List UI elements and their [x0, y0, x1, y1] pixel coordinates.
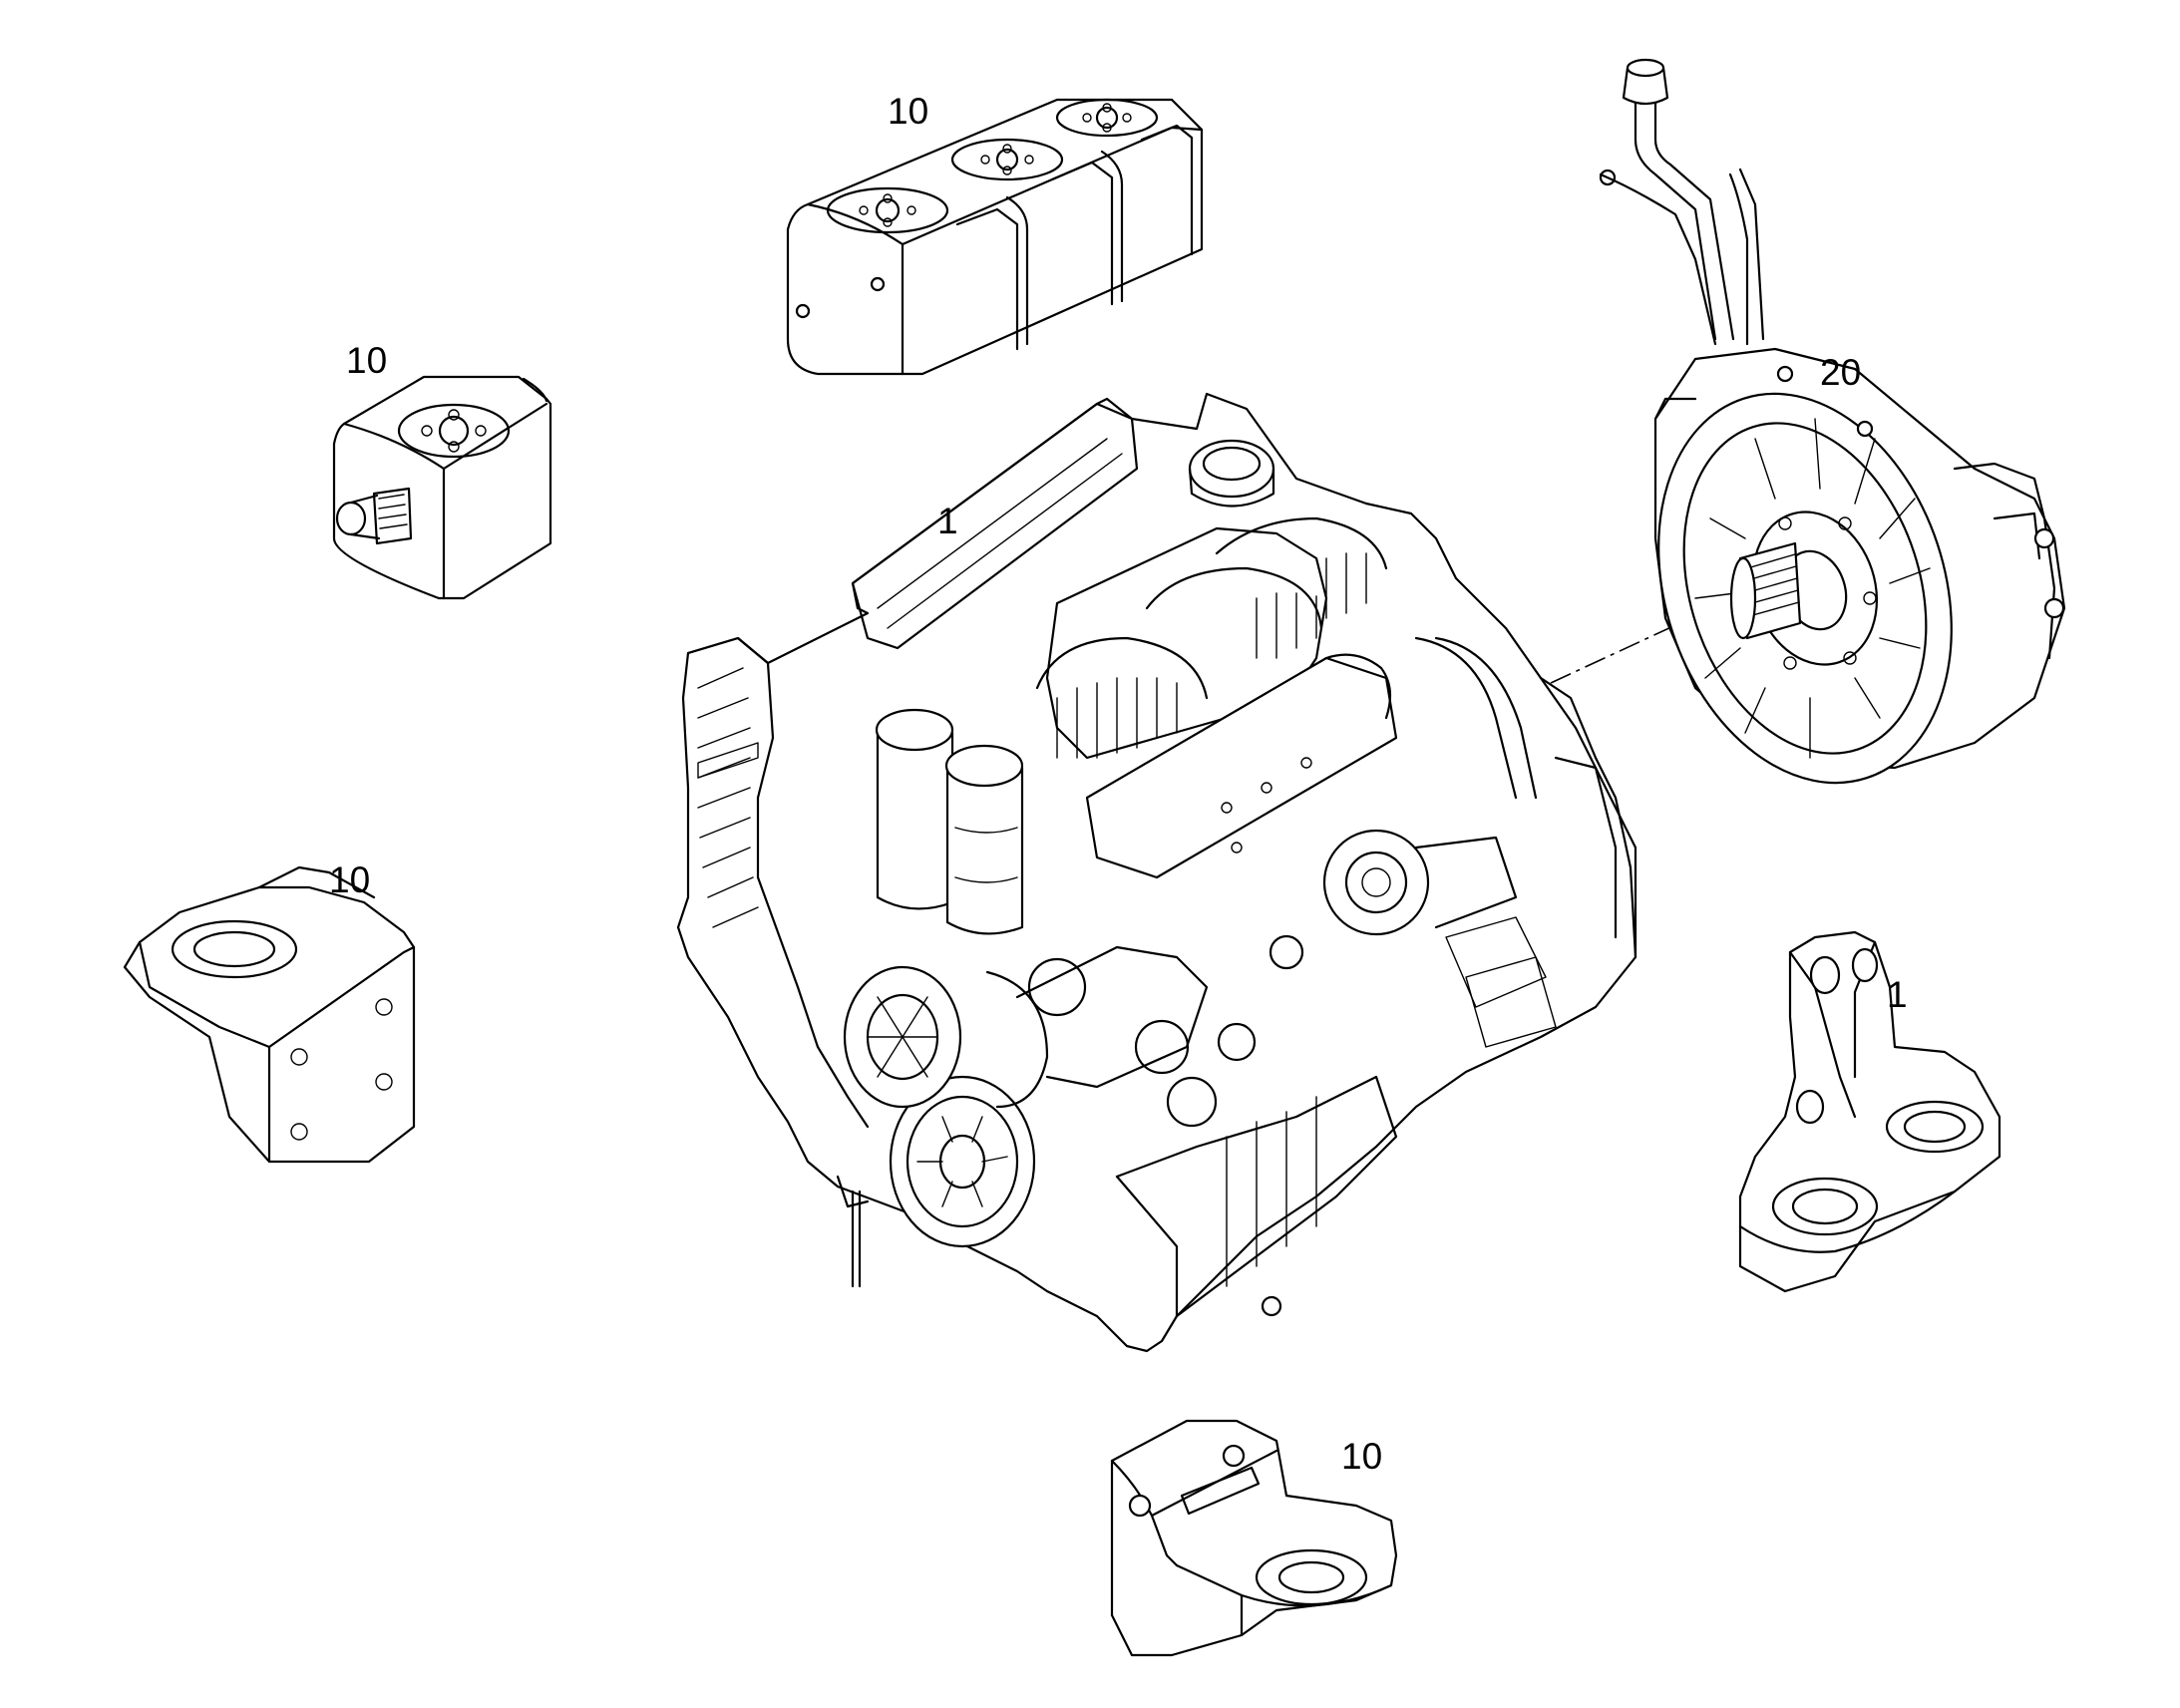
hydraulic-pump-single[interactable]	[332, 375, 552, 600]
callout-pump-triple: 10	[888, 91, 928, 132]
engine-assembly[interactable]	[676, 392, 1637, 1353]
engine-mount-bracket-left[interactable]	[123, 865, 416, 1164]
callout-engine: 1	[937, 501, 958, 541]
turbocharger	[1322, 636, 1538, 936]
callout-pump-single: 10	[346, 340, 387, 381]
pump-spline-shaft	[335, 487, 413, 545]
crankshaft-pulley	[843, 965, 1049, 1248]
engine-mount-bracket-right[interactable]	[1738, 930, 2001, 1293]
pump-port-face	[826, 98, 1159, 234]
power-takeoff-unit[interactable]	[1599, 58, 2066, 821]
callout-bracket-bottom: 10	[1341, 1436, 1382, 1477]
hydraulic-pump-triple[interactable]	[786, 98, 1204, 376]
engine-mount-bracket-bottom[interactable]	[1110, 1419, 1398, 1657]
callout-bracket-left: 10	[329, 859, 370, 900]
callout-power-takeoff: 20	[1820, 352, 1861, 393]
fuel-filter-canisters	[875, 708, 1024, 935]
callout-bracket-right: 1	[1887, 974, 1908, 1015]
